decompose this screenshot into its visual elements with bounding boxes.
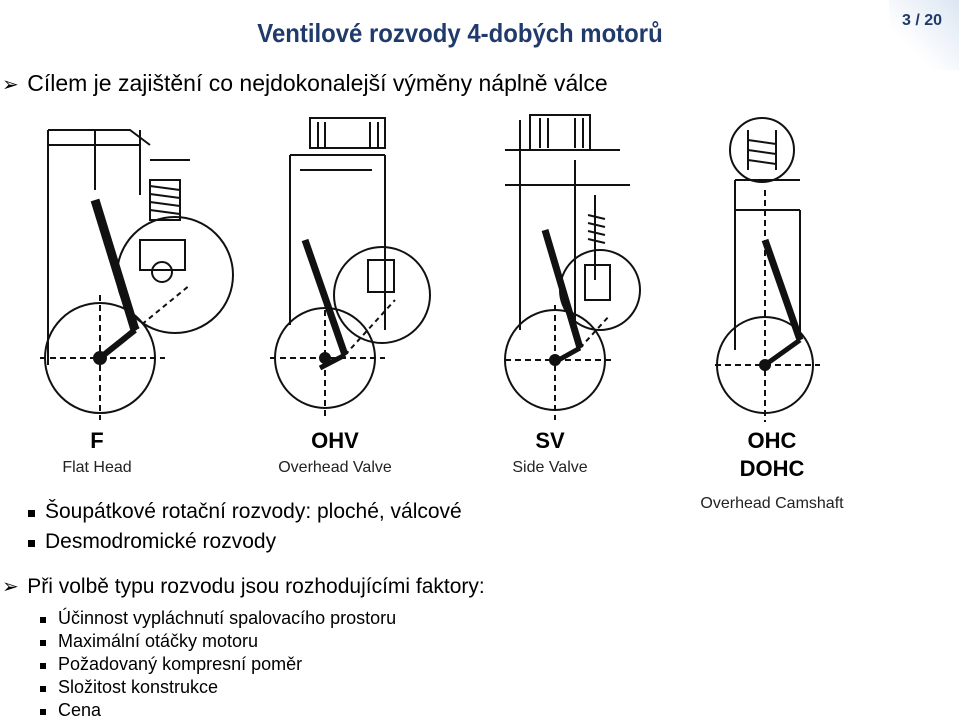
square-bullet-icon: [40, 662, 46, 669]
list-item: Složitost konstrukce: [40, 677, 396, 700]
square-bullet-icon: [28, 540, 35, 548]
sub-list: Šoupátkové rotační rozvody: ploché, válc…: [28, 500, 462, 560]
code-ohv: OHV: [311, 428, 359, 453]
list-item: Desmodromické rozvody: [28, 530, 462, 560]
goal-text: Cílem je zajištění co nejdokonalejší vým…: [27, 70, 608, 96]
valve-train-diagrams: [0, 100, 959, 430]
name-flat-head: Flat Head: [62, 459, 132, 476]
factors-bullet: ➢ Při volbě typu rozvodu jsou rozhodujíc…: [2, 574, 485, 599]
list-item: Cena: [40, 700, 396, 723]
code-dohc: DOHC: [739, 456, 805, 481]
factors-list: Účinnost vypláchnutí spalovacího prostor…: [40, 608, 396, 723]
factors-heading: Při volbě typu rozvodu jsou rozhodujícím…: [27, 575, 485, 598]
arrow-bullet-icon: ➢: [2, 74, 19, 96]
list-item: Maximální otáčky motoru: [40, 631, 396, 654]
slide-title: Ventilové rozvody 4-dobých motorů: [257, 18, 663, 48]
square-bullet-icon: [40, 708, 46, 715]
code-sv: SV: [535, 428, 565, 453]
list-item: Účinnost vypláchnutí spalovacího prostor…: [40, 608, 396, 631]
corner-decoration: [889, 0, 959, 70]
code-ohc: OHC: [747, 428, 797, 453]
diagram-ohc: [715, 118, 820, 422]
page-number: 3 / 20: [902, 12, 943, 29]
list-item: Šoupátkové rotační rozvody: ploché, válc…: [28, 500, 462, 530]
list-item: Požadovaný kompresní poměr: [40, 654, 396, 677]
name-side-valve: Side Valve: [512, 459, 588, 476]
code-f: F: [90, 428, 104, 453]
diagram-sv: [505, 115, 640, 420]
goal-bullet: ➢ Cílem je zajištění co nejdokonalejší v…: [2, 70, 608, 97]
arrow-bullet-icon: ➢: [2, 576, 19, 598]
square-bullet-icon: [40, 685, 46, 692]
name-overhead-valve: Overhead Valve: [278, 459, 392, 476]
diagram-ohv: [270, 118, 430, 418]
diagram-flat-head: [40, 130, 233, 420]
square-bullet-icon: [40, 639, 46, 646]
square-bullet-icon: [28, 510, 35, 518]
name-overhead-camshaft: Overhead Camshaft: [700, 495, 844, 512]
square-bullet-icon: [40, 616, 46, 623]
